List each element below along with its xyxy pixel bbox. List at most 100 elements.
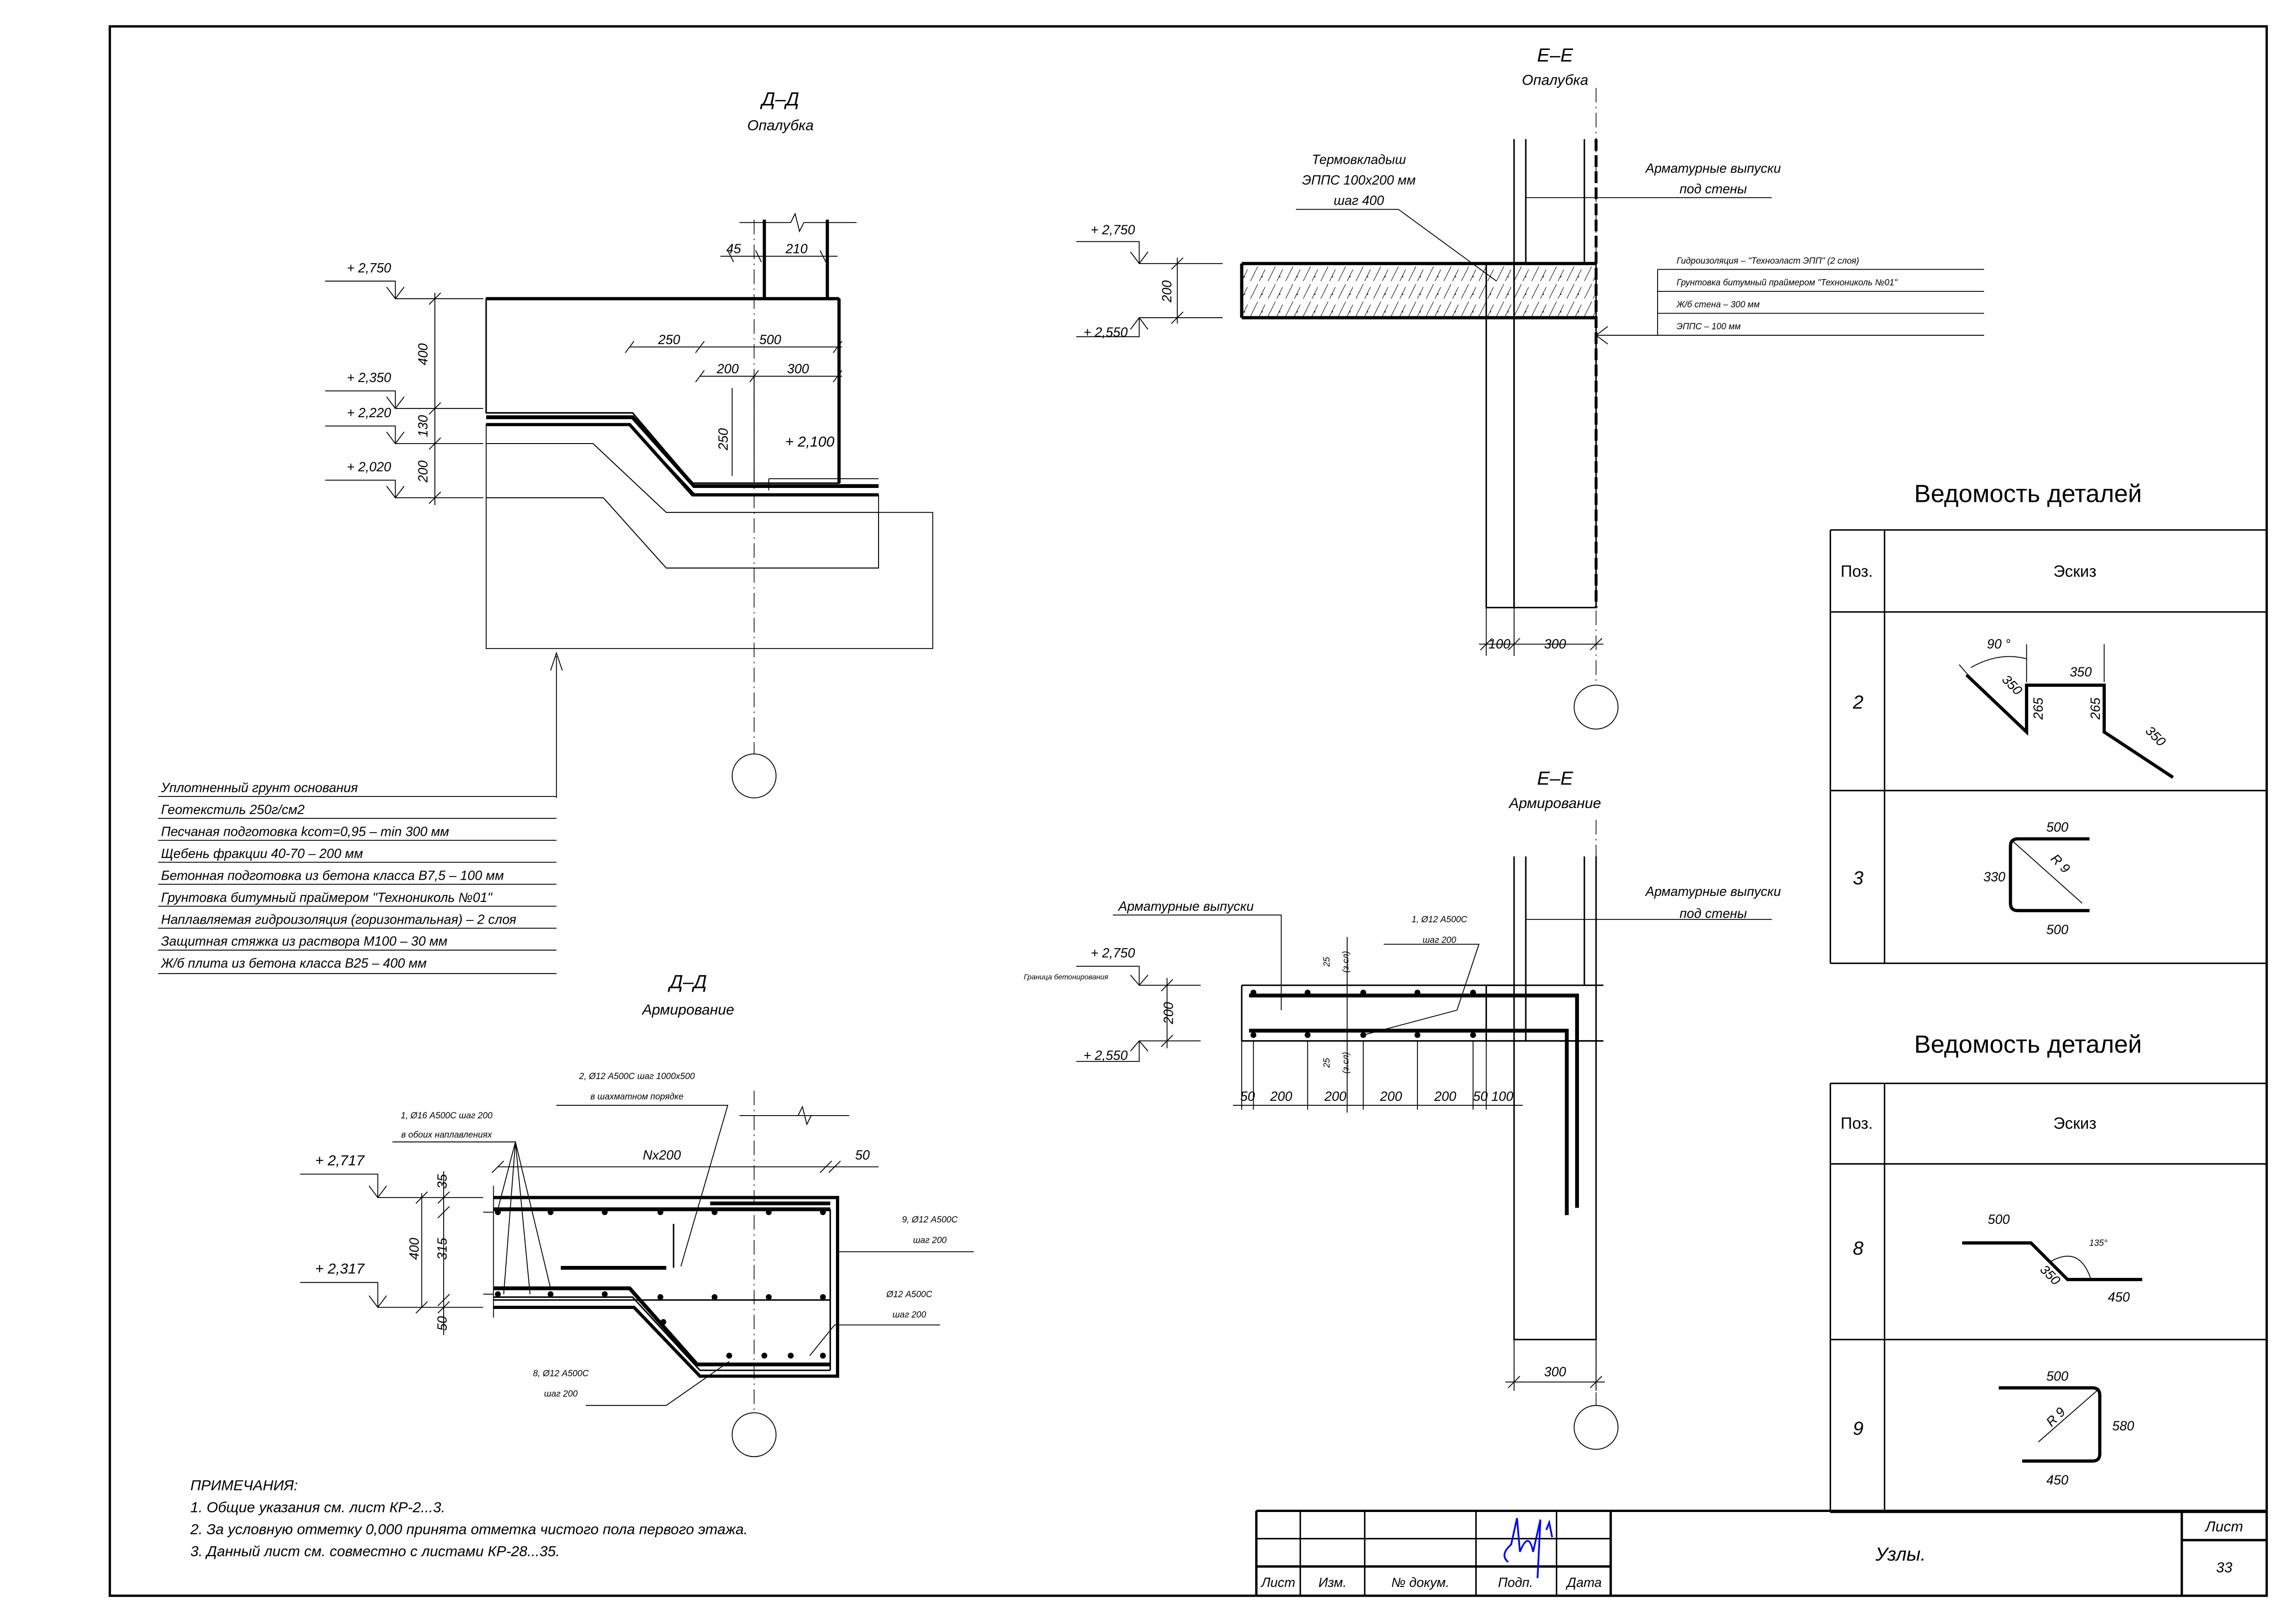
- drawing-label: Арматурные выпуски: [1645, 161, 1781, 176]
- drawing-line: [766, 1209, 772, 1216]
- drawing-line: [495, 1209, 501, 1216]
- drawing-label: 330: [1983, 870, 2005, 884]
- drawing-line: [493, 1296, 830, 1371]
- drawing-line: [1256, 1511, 1611, 1596]
- drawing-line: [625, 340, 842, 483]
- drawing-label: Гидроизоляция – "Техноэласт ЭПП" (2 слоя…: [1677, 256, 1859, 266]
- drawing-line: [300, 1105, 974, 1406]
- drawing-label: 300: [1544, 1364, 1566, 1379]
- section-ee-formwork: Е–Е Опалубка + 2,750 + 2,550 200 100 300…: [1076, 44, 1984, 730]
- drawing-line: [820, 1294, 826, 1300]
- drawing-line: [1959, 644, 2105, 683]
- drawing-label: Наплавляемая гидроизоляция (горизонтальн…: [161, 912, 516, 927]
- drawing-label: 500: [1988, 1212, 2010, 1227]
- drawing-label: 265: [2031, 697, 2046, 720]
- drawing-line: [1113, 914, 1480, 1036]
- drawing-label: Д–Д: [668, 971, 707, 993]
- drawing-label: + 2,550: [1083, 1049, 1128, 1063]
- notes: ПРИМЕЧАНИЯ: 1. Общие указания см. лист К…: [190, 1477, 748, 1559]
- drawing-label: Лист: [2204, 1518, 2243, 1535]
- drawing-label: 500: [2046, 820, 2068, 835]
- section-dd-reinforcement: Д–Д Армирование + 2,717 + 2,317 35 315: [300, 971, 974, 1457]
- drawing-label: Лист: [1261, 1575, 1295, 1590]
- drawing-line: [820, 1209, 826, 1216]
- drawing-label: Армирование: [641, 1001, 734, 1018]
- drawing-label: 200: [416, 460, 431, 483]
- drawing-line: [1999, 1386, 2102, 1463]
- drawing-line: [761, 1352, 767, 1359]
- drawing-line: [731, 1412, 777, 1457]
- drawing-label: 350: [1999, 672, 2025, 698]
- drawing-label: Бетонная подготовка из бетона класса В7,…: [161, 868, 504, 883]
- drawing-label: 400: [416, 343, 431, 365]
- drawing-label: + 2,750: [1091, 222, 1135, 237]
- drawing-label: под стены: [1679, 907, 1747, 921]
- drawing-label: Грунтовка битумный праймером "Техноникол…: [161, 890, 493, 905]
- drawing-label: 265: [2088, 697, 2103, 720]
- drawing-line: [1470, 1032, 1476, 1038]
- drawing-label: 200: [1270, 1089, 1293, 1104]
- drawing-line: [1829, 529, 2267, 964]
- drawing-label: 3: [1853, 867, 1863, 889]
- drawing-label: + 2,317: [315, 1260, 365, 1277]
- section-dd-formwork: Д–Д Опалубка + 2,750 + 2,350 + 2,220 + 2…: [158, 88, 934, 974]
- drawing-label: 300: [1544, 637, 1566, 652]
- details-table-1: Ведомость деталей Поз. Эскиз 2 90 ° 350 …: [1829, 480, 2267, 964]
- drawing-line: [1965, 673, 2174, 779]
- drawing-label: 350: [2142, 723, 2168, 749]
- drawing-line: [2009, 837, 2090, 913]
- drawing-label: шаг 400: [1334, 193, 1384, 208]
- drawing-label: 2. За условную отметку 0,000 принята отм…: [190, 1521, 748, 1537]
- drawing-label: 45: [726, 242, 741, 257]
- drawing-line: [657, 1209, 663, 1216]
- drawing-label: 210: [785, 242, 808, 257]
- drawing-label: + 2,750: [1091, 946, 1135, 961]
- drawing-label: Армирование: [1508, 795, 1601, 811]
- drawing-line: [415, 1171, 494, 1335]
- drawing-line: [300, 1173, 483, 1198]
- drawing-label: шаг 200: [892, 1310, 926, 1320]
- drawing-line: [1505, 1339, 1605, 1391]
- drawing-label: № докум.: [1392, 1575, 1449, 1590]
- drawing-line: [491, 1105, 879, 1173]
- drawing-line: [766, 1294, 772, 1300]
- drawing-line: [1305, 989, 1311, 996]
- drawing-line: [2038, 1390, 2098, 1443]
- drawing-label: 25: [1322, 1058, 1332, 1068]
- drawing-line: [493, 1196, 839, 1378]
- drawing-label: + 2,220: [347, 406, 391, 420]
- drawing-line: [1829, 1082, 2267, 1513]
- drawing-label: 200: [1161, 1002, 1176, 1024]
- drawing-label: Уплотненный грунт основания: [161, 780, 358, 795]
- drawing-label: ЭППС – 100 мм: [1677, 322, 1740, 332]
- drawing-line: [1240, 262, 1597, 320]
- drawing-label: 200: [1434, 1089, 1456, 1104]
- drawing-label: Узлы.: [1875, 1543, 1926, 1565]
- drawing-label: 350: [2070, 665, 2092, 679]
- drawing-line: [325, 480, 483, 499]
- drawing-label: Грунтовка битумный праймером "Техноникол…: [1677, 278, 1898, 288]
- drawing-line: [601, 1291, 608, 1297]
- drawing-label: + 2,550: [1083, 325, 1128, 340]
- drawing-label: Ведомость деталей: [1914, 480, 2142, 508]
- drawing-label: 200: [1380, 1089, 1402, 1104]
- drawing-label: Изм.: [1318, 1575, 1347, 1590]
- sand-layer: [485, 497, 934, 649]
- drawing-line: [550, 651, 563, 798]
- gravel-layer: [485, 443, 879, 569]
- drawing-label: ЭППС 100х200 мм: [1302, 173, 1416, 188]
- drawing-line: [1296, 197, 1984, 345]
- drawing-line: [1249, 1029, 1569, 1216]
- drawing-line: [158, 796, 557, 974]
- section-title: Д–Д: [760, 88, 799, 110]
- drawing-label: 1. Общие указания см. лист КР-2...3.: [190, 1499, 445, 1516]
- drawing-line: [1076, 1040, 1201, 1062]
- drawing-line: [1171, 257, 1184, 324]
- drawing-label: 250: [658, 333, 681, 347]
- drawing-label: под стены: [1679, 182, 1747, 197]
- drawing-line: [1513, 139, 1585, 264]
- drawing-label: + 2,750: [347, 261, 391, 276]
- drawing-label: 100: [1491, 1089, 1514, 1104]
- drawing-label: R 9: [2048, 851, 2073, 876]
- drawing-line: [1962, 1241, 2142, 1281]
